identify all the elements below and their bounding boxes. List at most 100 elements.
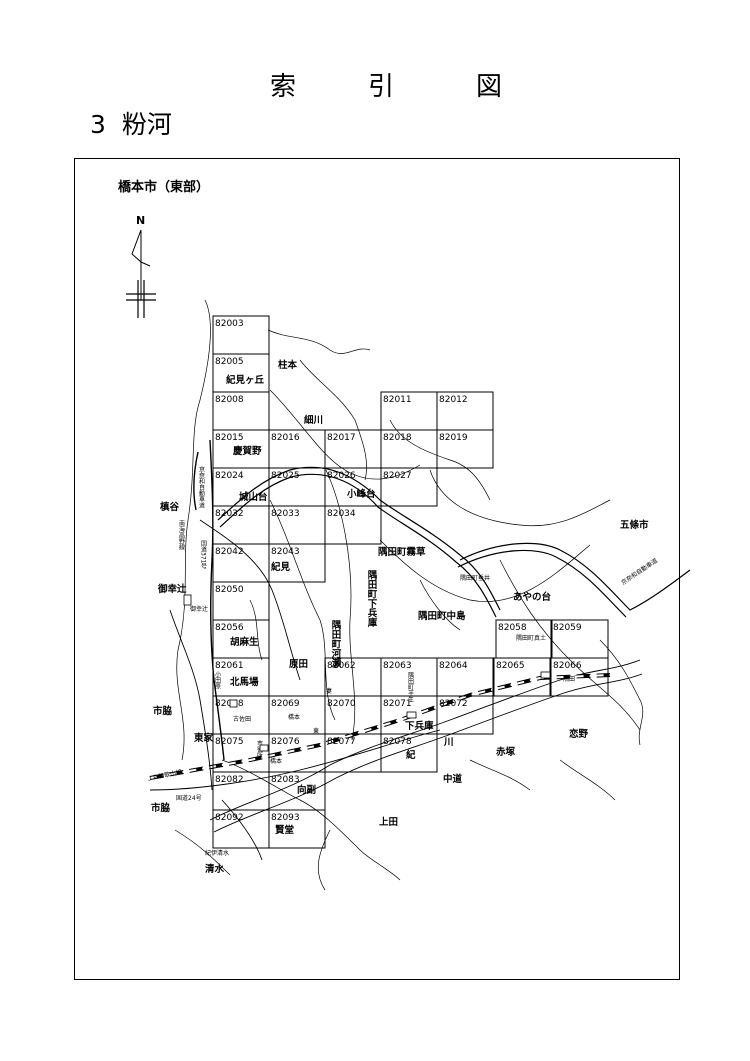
place-label: 胡麻生	[230, 636, 259, 648]
map-sheet-number: 82082	[215, 775, 244, 785]
map-sheet-number: 82027	[383, 471, 412, 481]
place-label: 槙谷	[160, 501, 180, 513]
map-sheet-cell[interactable]	[380, 467, 438, 507]
map-sheet-number: 82056	[215, 623, 244, 633]
heading-char-2: 引	[368, 72, 395, 102]
section-title: 3 粉河	[90, 105, 172, 141]
small-label: 隅田町真土	[516, 634, 546, 642]
small-label: 紀伊清水	[205, 849, 229, 857]
map-sheet-number: 82063	[383, 661, 412, 671]
map-sheet-number: 82077	[327, 737, 356, 747]
section-number: 3	[90, 110, 106, 139]
map-sheet-number: 82071	[383, 699, 412, 709]
map-sheet-number: 82075	[215, 737, 244, 747]
map-sheet-number: 82083	[271, 775, 300, 785]
small-label: 京奈和自動車道	[620, 557, 659, 587]
place-label: 東家	[193, 732, 214, 744]
place-label: 紀見ヶ丘	[226, 374, 265, 386]
heading-char-1: 索	[270, 72, 297, 102]
map-sheet-number: 82003	[215, 319, 244, 329]
map-sheet-number: 82005	[215, 357, 244, 367]
place-label: 紀	[406, 749, 416, 761]
map-sheet-number: 82026	[327, 471, 356, 481]
north-label: N	[136, 214, 145, 227]
map-sheet-number: 82050	[215, 585, 244, 595]
terrain-lines	[174, 299, 644, 891]
jr-wakayama-line	[149, 673, 611, 780]
map-sheet-cell[interactable]	[550, 657, 609, 697]
heading-char-3: 図	[476, 72, 503, 102]
map-sheet-number: 82032	[215, 509, 244, 519]
place-label: 下兵庫	[405, 720, 434, 732]
expressway	[217, 466, 691, 618]
map-sheet-number: 82061	[215, 661, 244, 671]
place-label: 川	[443, 737, 454, 748]
place-label: 中道	[443, 773, 463, 785]
small-label: 隅田町芋生	[407, 671, 414, 702]
map-sheet-number: 82015	[215, 433, 244, 443]
map-sheet-number: 82033	[271, 509, 300, 519]
map-sheet-number: 82092	[215, 813, 244, 823]
station-markers	[183, 594, 551, 752]
small-label: 隅田町河瀬	[330, 620, 342, 668]
small-label: 妻	[326, 687, 332, 695]
roads	[149, 519, 441, 861]
place-label: 隅田町中島	[418, 610, 466, 622]
map-sheet-number: 82064	[439, 661, 468, 671]
map-sheet-number: 82070	[327, 699, 356, 709]
small-label: 橋本	[288, 713, 300, 721]
nankai-koya-line	[193, 439, 225, 761]
map-sheet-cell[interactable]	[324, 505, 382, 545]
map-sheet-cell[interactable]	[268, 543, 326, 583]
map-sheet-number: 82017	[327, 433, 356, 443]
place-label: 紀見	[271, 561, 291, 573]
place-label: 清水	[205, 863, 225, 875]
map-sheet-number: 82042	[215, 547, 244, 557]
place-label: 上田	[379, 816, 398, 828]
small-label: 南海高野線	[178, 519, 185, 550]
small-label: ＪＲ和歌山線	[146, 768, 183, 783]
map-sheet-number: 82043	[271, 547, 300, 557]
place-label: 向副	[297, 784, 316, 796]
place-label: 柱本	[278, 359, 298, 371]
map-sheet-cell[interactable]	[268, 809, 326, 849]
map-sheet-number: 82012	[439, 395, 468, 405]
place-label: あやの台	[513, 591, 552, 603]
map-sheet-cell[interactable]	[380, 733, 438, 773]
map-sheet-number: 82011	[383, 395, 412, 405]
small-labels: 隅田町垂井 京奈和自動車道 国道371号 南海高野線 京奈和自動車道 御幸辻 隅…	[146, 465, 659, 857]
place-label: 市脇	[151, 802, 171, 814]
map-sheet-number: 82078	[383, 737, 412, 747]
small-label: 隅田町垂井	[460, 574, 490, 582]
map-sheet-number: 82076	[271, 737, 300, 747]
small-label: 国道24号	[176, 794, 202, 802]
small-label: 市役所	[256, 739, 263, 759]
small-label: 京奈和自動車道	[198, 465, 205, 509]
map-sheet-number: 82019	[439, 433, 468, 443]
small-label: 国道371号	[200, 540, 207, 571]
place-label: 細川	[304, 414, 323, 426]
map-sheet-number: 82016	[271, 433, 300, 443]
map-sheet-number: 82065	[496, 661, 525, 671]
small-label: 古佐田	[233, 715, 251, 723]
place-label: 市脇	[153, 705, 173, 717]
place-label: 隅田町霧草	[378, 546, 426, 558]
small-label: 御幸辻	[190, 605, 208, 613]
map-frame	[74, 158, 680, 980]
map-sheet-cell[interactable]	[436, 695, 494, 735]
place-label: 御幸辻	[157, 583, 187, 595]
map-sheet-number: 82062	[327, 661, 356, 671]
small-label: 隅田町下兵庫	[366, 570, 378, 628]
map-sheet-number: 82069	[271, 699, 300, 709]
map-sheet-number: 82025	[271, 471, 300, 481]
map-sheet-number: 82034	[327, 509, 356, 519]
north-arrow-icon: N	[126, 214, 156, 318]
section-name: 粉河	[121, 110, 172, 139]
map-sheet-cell[interactable]	[436, 429, 494, 469]
small-label: 橋本	[270, 757, 282, 765]
map-sheet-number: 82024	[215, 471, 244, 481]
place-label: 小峰台	[346, 488, 376, 500]
place-label: 原田	[289, 659, 308, 670]
